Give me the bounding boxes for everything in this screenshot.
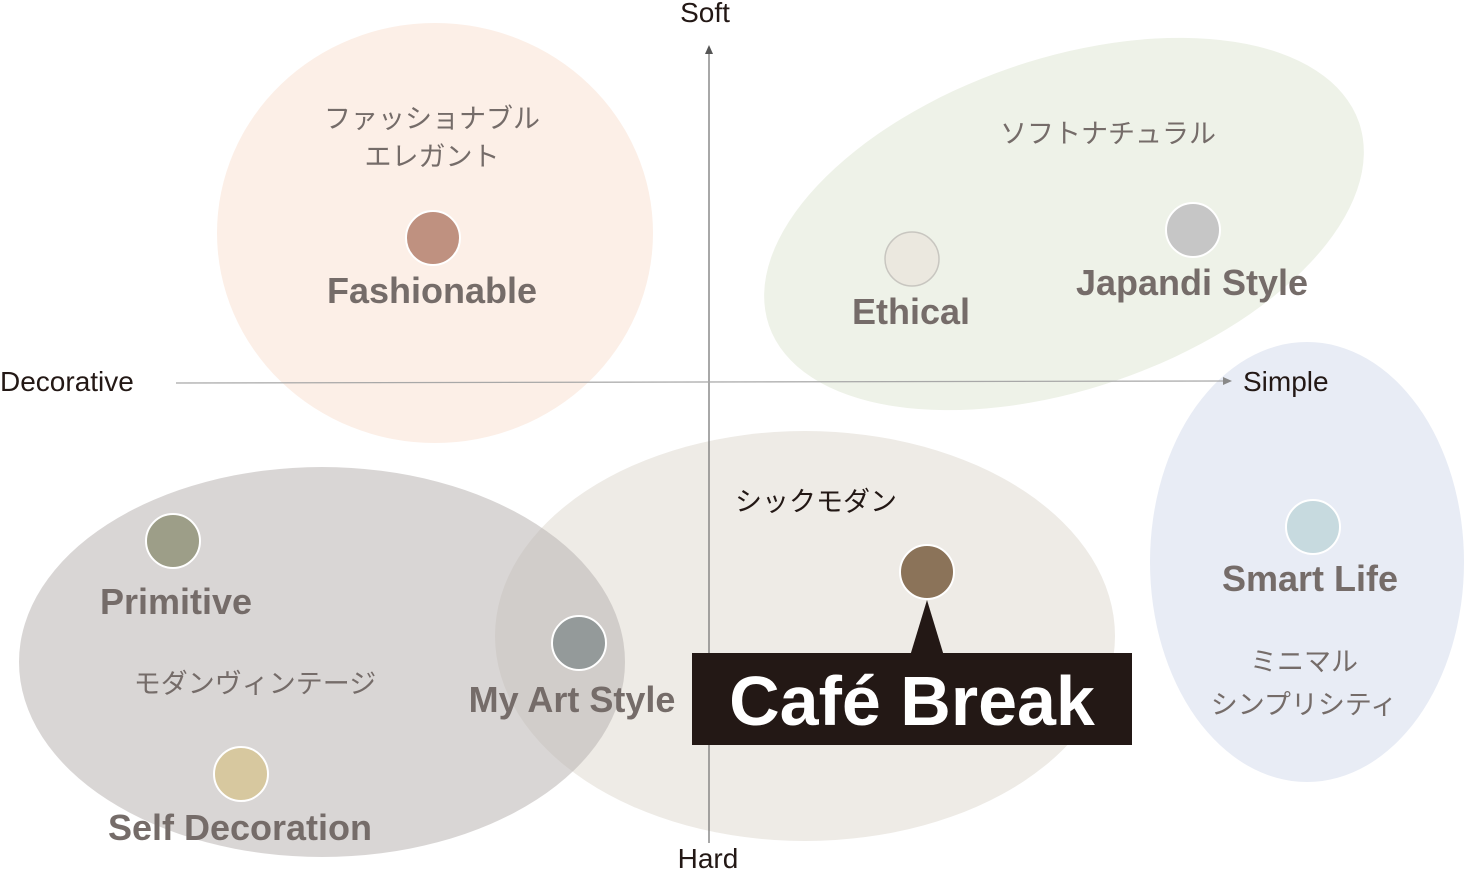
axis-label-hard: Hard [678,843,739,870]
group-label-modern-vintage: モダンヴィンテージ [134,669,376,700]
group-label-chic-modern: シックモダン [735,487,897,518]
dot-self-decoration [213,746,269,802]
group-label-minimal: ミニマル [1250,647,1358,678]
axis-label-decorative: Decorative [0,366,134,397]
brand-label-cafe-break: Café Break [729,662,1095,740]
axis-label-soft: Soft [680,0,730,28]
cafe-break-callout [692,653,1132,745]
brand-label-japandi: Japandi Style [1076,262,1308,303]
dot-ethical [884,231,940,287]
arrow-right-icon [1223,377,1232,385]
brand-label-ethical: Ethical [852,291,970,332]
dot-cafe-break [899,544,955,600]
axis-label-simple: Simple [1243,366,1329,397]
group-label-fashionable: ファッショナブル [324,104,540,135]
group-label-simplicity: シンプリシティ [1211,690,1398,721]
dot-smart-life [1285,499,1341,555]
dot-fashionable [405,210,461,266]
group-label-soft-natural: ソフトナチュラル [1000,119,1216,150]
arrow-up-icon [705,45,713,54]
dot-japandi [1165,202,1221,258]
brand-label-fashionable: Fashionable [327,270,537,311]
callout-pointer [910,600,944,656]
brand-label-my-art-style: My Art Style [469,679,676,720]
brand-label-self-decoration: Self Decoration [108,807,372,848]
group-soft-natural-area [764,37,1364,411]
dot-my-art-style [551,615,607,671]
group-label-elegant: エレガント [365,142,500,173]
group-minimal-area [1150,342,1464,782]
group-modern-vintage-area [19,467,625,857]
brand-label-smart-life: Smart Life [1222,558,1398,599]
dot-primitive [145,513,201,569]
horizontal-axis [175,380,1226,384]
brand-label-primitive: Primitive [100,581,252,622]
